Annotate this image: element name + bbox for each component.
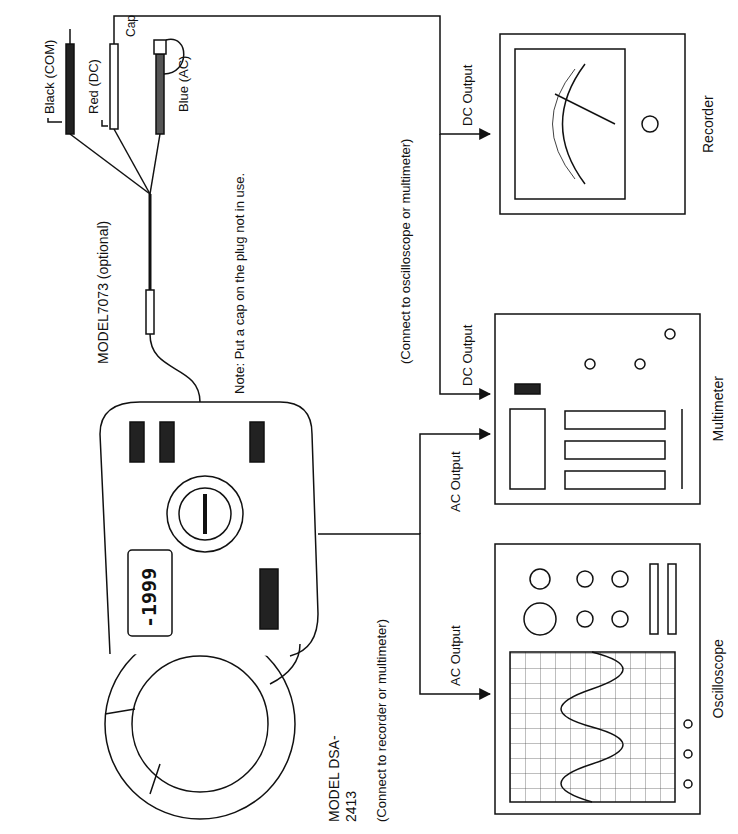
output-label: DC Output — [460, 65, 476, 126]
bench-multimeter — [495, 314, 700, 504]
ac-wire — [420, 434, 490, 534]
connection-note: (Connect to oscilloscope or multimeter) — [398, 139, 414, 364]
output-label: AC Output — [448, 625, 464, 686]
connection-note: (Connect to recorder or multimeter) — [374, 619, 390, 822]
lead-label: Black (COM) — [42, 40, 58, 114]
output-label: DC Output — [460, 325, 476, 386]
meter-cable — [150, 334, 200, 402]
device-label: Oscilloscope — [710, 639, 727, 718]
device-label: Recorder — [700, 95, 717, 153]
model-label: MODEL7073 (optional) — [95, 221, 112, 364]
device-label: Multimeter — [710, 376, 727, 441]
lead-label: Blue (AC) — [176, 56, 192, 112]
chart-recorder — [500, 34, 685, 214]
meter-display: -1999 — [137, 568, 161, 628]
output-label: AC Output — [448, 451, 464, 512]
model-label: MODEL DSA-2413 — [326, 712, 360, 822]
dc-wire — [440, 134, 490, 394]
clamp-meter — [100, 402, 318, 819]
oscilloscope — [495, 544, 700, 814]
cap-label: Cap — [124, 15, 138, 37]
ac-wire — [318, 534, 490, 694]
lead-label: Red (DC) — [86, 59, 102, 114]
test-lead-probe — [48, 29, 184, 334]
dc-wire — [114, 16, 490, 134]
note-text: Note: Put a cap on the plug not in use. — [232, 173, 248, 394]
